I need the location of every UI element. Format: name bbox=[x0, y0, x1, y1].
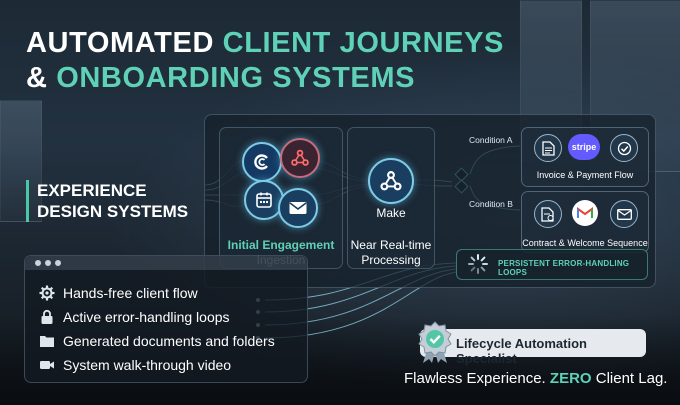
stage-ingestion: Initial Engagement Ingestion bbox=[219, 127, 343, 269]
checkmark-icon bbox=[610, 134, 638, 162]
page-title: AUTOMATED CLIENT JOURNEYS & ONBOARDING S… bbox=[26, 26, 504, 96]
video-icon bbox=[40, 361, 54, 369]
title-line2-white: & bbox=[26, 62, 48, 94]
lock-icon bbox=[41, 309, 53, 324]
calendar-icon bbox=[244, 180, 284, 220]
badge-label: Lifecycle Automation Specialist bbox=[456, 336, 587, 366]
feature-item: Generated documents and folders bbox=[39, 331, 275, 351]
stripe-text: stripe bbox=[571, 142, 597, 152]
document-icon bbox=[534, 134, 562, 162]
tagline-after: Client Lag. bbox=[595, 370, 668, 387]
stage2-label-line1: Near Real-time bbox=[350, 238, 432, 252]
result-invoice-payment: stripe Invoice & Payment Flow bbox=[521, 127, 649, 187]
award-ribbon-icon bbox=[418, 321, 452, 363]
gear-icon bbox=[39, 285, 55, 301]
result-b-label: Contract & Welcome Sequence bbox=[522, 238, 648, 248]
stripe-icon: stripe bbox=[568, 134, 600, 160]
email-icon bbox=[610, 200, 638, 228]
window-dot bbox=[55, 260, 61, 266]
tagline: Flawless Experience. ZERO Client Lag. bbox=[404, 370, 667, 387]
condition-a-label: Condition A bbox=[469, 135, 513, 145]
feature-item: System walk-through video bbox=[39, 355, 231, 375]
result-a-label: Invoice & Payment Flow bbox=[536, 170, 634, 180]
stage2-label: Near Real-time Processing bbox=[342, 238, 440, 268]
tagline-before: Flawless Experience. bbox=[404, 370, 546, 387]
stage-processing: Make Near Real-time Processing bbox=[347, 127, 435, 269]
result-contract-welcome: Contract & Welcome Sequence bbox=[521, 191, 649, 253]
make-icon bbox=[368, 158, 414, 204]
contract-icon bbox=[534, 200, 562, 228]
folder-icon bbox=[40, 336, 54, 347]
error-handling-loops: PERSISTENT ERROR-HANDLING LOOPS bbox=[456, 249, 648, 280]
background-window bbox=[0, 100, 42, 222]
window-dot bbox=[35, 260, 41, 266]
stage1-label-accent: Initial Engagement bbox=[227, 238, 335, 252]
feature-label: System walk-through video bbox=[63, 357, 232, 373]
condition-b-label: Condition B bbox=[469, 199, 513, 209]
title-line2-accent: ONBOARDING SYSTEMS bbox=[56, 62, 416, 94]
stage2-label-line2: Processing bbox=[361, 253, 421, 267]
feature-label: Generated documents and folders bbox=[63, 333, 275, 349]
features-card: Hands-free client flow Active error-hand… bbox=[24, 255, 308, 383]
spinner-icon bbox=[468, 254, 488, 274]
gmail-icon bbox=[572, 200, 598, 226]
email-icon bbox=[278, 188, 318, 228]
experience-line1: EXPERIENCE bbox=[37, 181, 147, 200]
error-loops-label: PERSISTENT ERROR-HANDLING LOOPS bbox=[498, 259, 630, 277]
experience-heading: EXPERIENCE DESIGN SYSTEMS bbox=[26, 180, 188, 222]
make-label: Make bbox=[376, 206, 406, 220]
webhook-icon bbox=[280, 138, 320, 178]
feature-label: Hands-free client flow bbox=[63, 285, 198, 301]
feature-label: Active error-handling loops bbox=[63, 309, 230, 325]
feature-item: Active error-handling loops bbox=[39, 307, 230, 327]
feature-item: Hands-free client flow bbox=[39, 283, 198, 303]
window-dot bbox=[45, 260, 51, 266]
title-line1-accent: CLIENT JOURNEYS bbox=[222, 27, 504, 59]
title-line1-white: AUTOMATED bbox=[26, 27, 214, 59]
loop-c-icon bbox=[242, 142, 282, 182]
experience-line2: DESIGN SYSTEMS bbox=[37, 202, 189, 221]
tagline-accent: ZERO bbox=[549, 370, 592, 387]
specialist-badge: Lifecycle Automation Specialist bbox=[418, 321, 646, 366]
card-titlebar bbox=[25, 256, 307, 270]
